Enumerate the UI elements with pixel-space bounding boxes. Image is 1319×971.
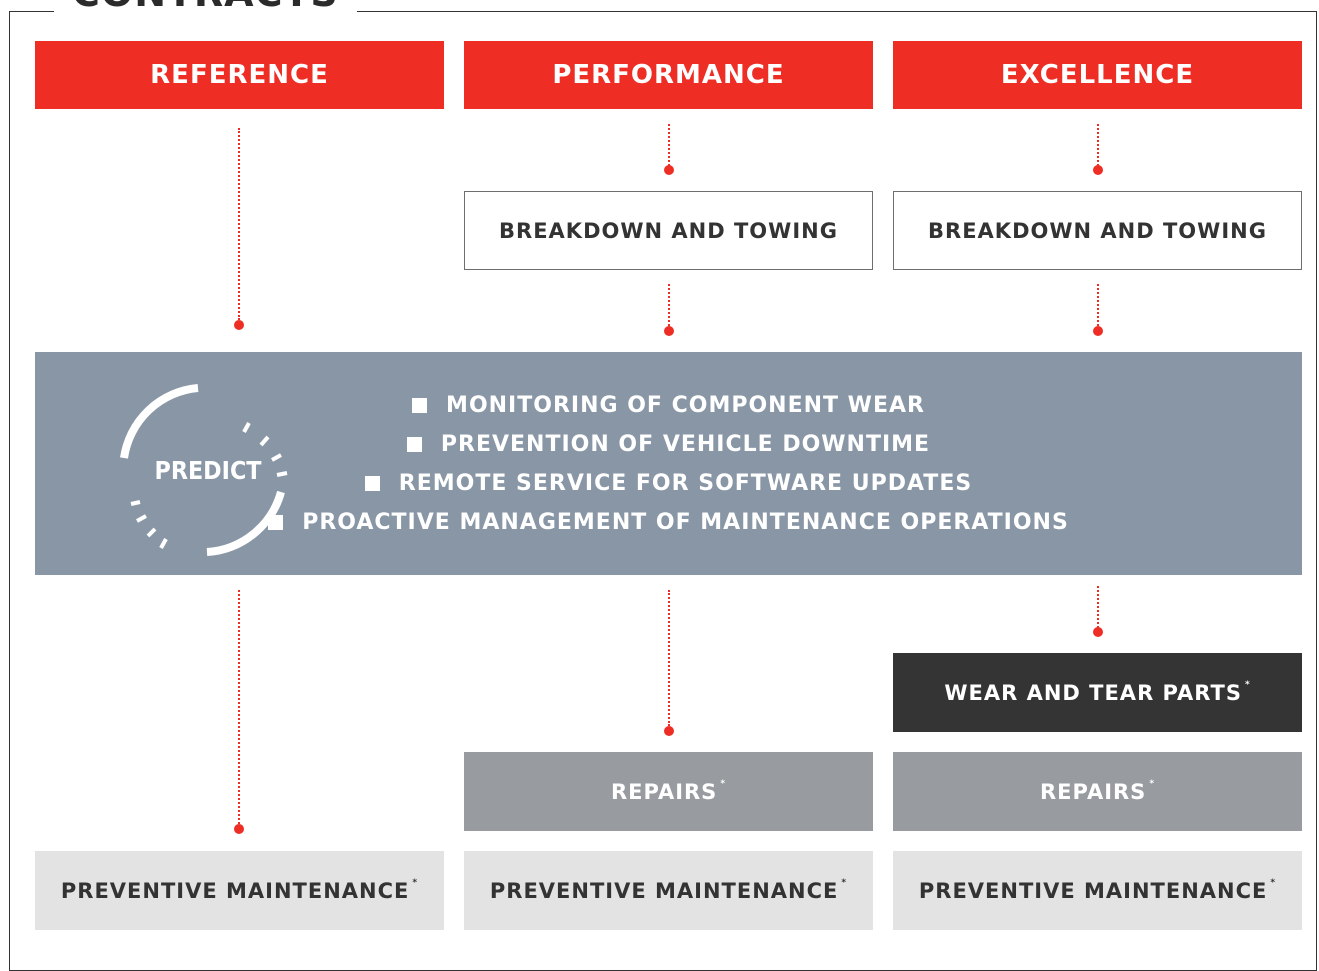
preventive-maintenance-box-excellence: PREVENTIVE MAINTENANCE*: [893, 851, 1302, 930]
breakdown-towing-performance: BREAKDOWN AND TOWING: [464, 191, 873, 270]
connector-dot: [1093, 165, 1103, 175]
connector-dot: [664, 726, 674, 736]
preventive-maintenance-box-reference: PREVENTIVE MAINTENANCE*: [35, 851, 444, 930]
connector-line: [1097, 124, 1099, 166]
connector-line: [1097, 284, 1099, 326]
predict-band: PREDICT MONITORING OF COMPONENT WEAR PRE…: [35, 352, 1302, 575]
connector-line: [668, 590, 670, 726]
repairs-box-performance: REPAIRS*: [464, 752, 873, 831]
connector-dot: [234, 320, 244, 330]
connector-dot: [664, 165, 674, 175]
column-header-excellence: EXCELLENCE: [893, 41, 1302, 109]
predict-bullet-list: MONITORING OF COMPONENT WEAR PREVENTION …: [35, 392, 1302, 548]
predict-bullet: PREVENTION OF VEHICLE DOWNTIME: [406, 431, 930, 470]
predict-label: PREDICT: [155, 456, 262, 485]
connector-line: [238, 590, 240, 824]
connector-dot: [1093, 326, 1103, 336]
connector-line: [668, 284, 670, 326]
predict-gauge-icon: PREDICT: [120, 384, 288, 556]
connector-dot: [1093, 627, 1103, 637]
column-header-performance: PERFORMANCE: [464, 41, 873, 109]
wear-and-tear-parts-box: WEAR AND TEAR PARTS*: [893, 653, 1302, 732]
square-bullet-icon: [412, 398, 428, 413]
square-bullet-icon: [406, 437, 422, 452]
predict-bullet: PROACTIVE MANAGEMENT OF MAINTENANCE OPER…: [268, 509, 1069, 548]
repairs-box-excellence: REPAIRS*: [893, 752, 1302, 831]
connector-dot: [664, 326, 674, 336]
preventive-maintenance-box-performance: PREVENTIVE MAINTENANCE*: [464, 851, 873, 930]
frame-title: CONTRACTS: [54, 0, 357, 22]
column-header-reference: REFERENCE: [35, 41, 444, 109]
square-bullet-icon: [364, 476, 380, 491]
connector-line: [238, 128, 240, 320]
predict-bullet: REMOTE SERVICE FOR SOFTWARE UPDATES: [364, 470, 972, 509]
connector-dot: [234, 824, 244, 834]
breakdown-towing-excellence: BREAKDOWN AND TOWING: [893, 191, 1302, 270]
predict-bullet: MONITORING OF COMPONENT WEAR: [412, 392, 925, 431]
connector-line: [1097, 586, 1099, 628]
connector-line: [668, 124, 670, 166]
square-bullet-icon: [268, 515, 284, 530]
